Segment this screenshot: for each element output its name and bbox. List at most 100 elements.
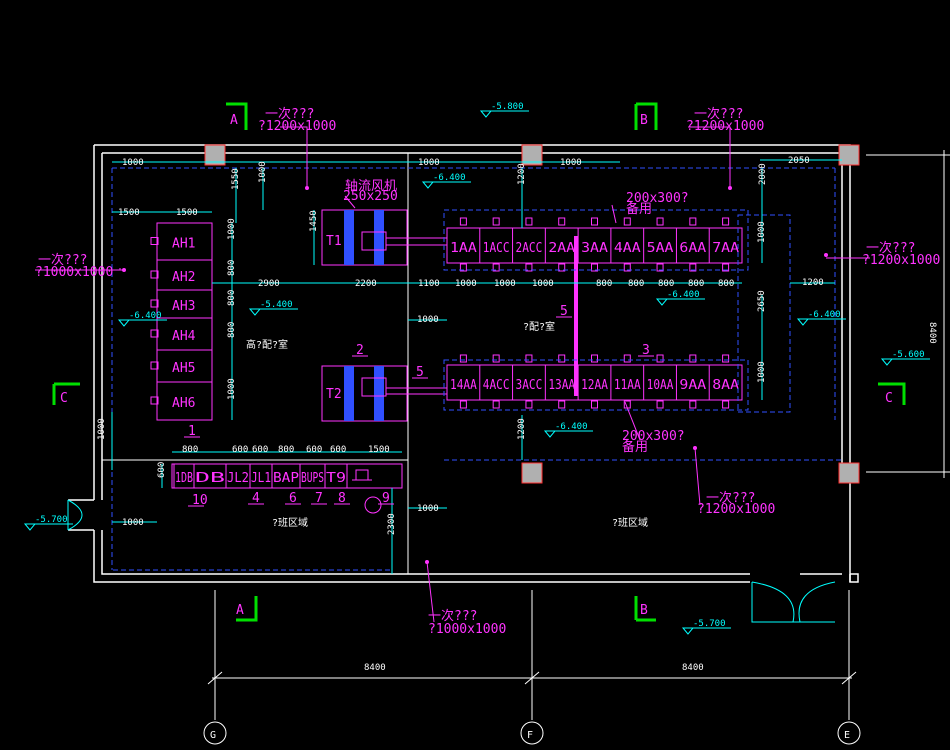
lv-panel[interactable]: 12AA (577, 354, 608, 409)
lv-panel[interactable]: 5AA (643, 217, 674, 272)
lv-panel-label: 4ACC (483, 378, 510, 393)
lv-panel[interactable]: 7AA (708, 217, 739, 272)
tag-number: 6 (285, 491, 301, 506)
dimension-value: 2050 (788, 156, 810, 166)
dimension-value: 1450 (309, 210, 319, 232)
lv-panel[interactable]: 1AA (450, 217, 477, 272)
dimension-value: 1000 (227, 378, 237, 400)
hv-panel-label: AH2 (172, 270, 195, 285)
duty-cabinet[interactable]: T9 (324, 463, 348, 489)
duty-cabinet-label: JL2 (227, 471, 249, 486)
hv-panel-4[interactable]: AH4 (150, 317, 213, 351)
note-text: ?1200x1000 (697, 502, 775, 517)
lv-panel[interactable]: 14AA (450, 354, 477, 409)
dimension-value: 1000 (122, 158, 144, 168)
note-text: 备用 (622, 439, 648, 455)
hv-panel-label: AH3 (172, 299, 195, 314)
dimension-value: 1550 (231, 168, 241, 190)
level-value: -6.400 (433, 173, 466, 183)
lv-panel[interactable]: 1ACC (479, 217, 510, 272)
note-text: 200x300? (626, 191, 689, 206)
section-a-bottom: A (236, 603, 244, 618)
dimension-value: 1000 (417, 504, 439, 514)
duty-cabinet[interactable]: JL2 (225, 463, 251, 489)
dimension-value: 600 (252, 445, 268, 455)
lv-panel-label: 8AA (712, 378, 739, 393)
section-b-top: B (640, 113, 648, 128)
dimension-value: 1000 (494, 279, 516, 289)
dimension-lines (111, 159, 842, 574)
note-text: 250x250 (343, 189, 398, 204)
lv-panel-label: 2ACC (516, 241, 543, 256)
lv-panel[interactable]: 9AA (675, 354, 706, 409)
level-mark: -6.400 (796, 310, 846, 326)
lv-panel[interactable]: 4AA (610, 217, 641, 272)
lv-panel-label: 12AA (581, 378, 608, 393)
hv-panel-5[interactable]: AH5 (150, 349, 213, 383)
lv-panel[interactable]: 11AA (610, 354, 641, 409)
transformer-t1[interactable]: T1 (321, 209, 408, 266)
dimension-value: 1000 (757, 361, 767, 383)
duty-cabinet[interactable]: JL1 (249, 463, 273, 489)
dimension-value: 600 (330, 445, 346, 455)
lv-panel[interactable]: 4ACC (479, 354, 510, 409)
lv-panel[interactable]: 8AA (708, 354, 739, 409)
lv-panel[interactable]: 2AA (544, 217, 575, 272)
duty-cabinet[interactable]: BAP (271, 463, 301, 489)
hv-panel-6[interactable]: AH6 (150, 381, 213, 421)
level-mark: -5.800 (479, 102, 529, 118)
doors (67, 499, 836, 623)
lv-panel[interactable]: 3AA (577, 217, 608, 272)
room-hv: 高?配?室 (246, 338, 288, 351)
hv-panel-1[interactable]: AH1 (150, 222, 213, 261)
annotations: 一次????1200x1000一次????1200x1000一次????1000… (35, 106, 940, 637)
tag-number: 5 (412, 365, 428, 380)
axis-grid: G F E 8400 8400 8400 (203, 150, 950, 745)
tag-label: 5 (560, 304, 568, 319)
lv-panel-label: 7AA (712, 241, 739, 256)
note-text: 一次??? (38, 252, 87, 268)
level-value: -5.700 (35, 515, 68, 525)
note-text: 备用 (626, 201, 652, 217)
tag-label: 10 (192, 493, 208, 508)
note-text: 一次??? (694, 106, 743, 122)
dimension-value: 600 (306, 445, 322, 455)
lv-panel[interactable]: 6AA (675, 217, 706, 272)
dimension-value: 1000 (418, 158, 440, 168)
lv-panel[interactable]: 13AA (544, 354, 575, 409)
hv-panel-2[interactable]: AH2 (150, 259, 213, 291)
tag-label: 5 (416, 365, 424, 380)
duty-cabinet-label: JL1 (251, 471, 271, 486)
lv-panel-label: 10AA (647, 378, 674, 393)
level-value: -5.800 (491, 102, 524, 112)
lv-panel-label: 13AA (548, 378, 575, 393)
level-mark: -5.400 (248, 300, 298, 316)
dimension-value: 600 (157, 462, 167, 478)
level-value: -6.400 (555, 422, 588, 432)
dimension-value: 800 (227, 290, 237, 306)
dimension-value: 800 (658, 279, 674, 289)
tag-number: 2 (352, 343, 368, 358)
dimension-value: 800 (688, 279, 704, 289)
dimension-value: 1500 (368, 445, 390, 455)
duty-cabinet-label: BUPS (301, 471, 324, 486)
note-text: 轴流风机 (345, 179, 397, 194)
dimension-value: 1000 (122, 518, 144, 528)
dimension-value: 1000 (757, 221, 767, 243)
lv-panel[interactable]: 2ACC (512, 217, 543, 272)
duty-cabinet[interactable]: 1DB (173, 463, 195, 489)
dimension-value: 600 (232, 445, 248, 455)
section-b-bottom: B (640, 603, 648, 618)
level-mark: -6.400 (543, 422, 593, 438)
grid-label-f: F (527, 730, 533, 741)
tag-label: 1 (188, 424, 196, 439)
note-text: 200x300? (622, 429, 685, 444)
dimension-value: 2300 (387, 513, 397, 535)
duty-cabinet[interactable]: BUPS (299, 463, 326, 489)
duty-cabinet[interactable]: DB (193, 463, 227, 489)
grid-label-g: G (210, 730, 216, 741)
lv-panel[interactable]: 10AA (643, 354, 674, 409)
lv-panel[interactable]: 3ACC (512, 354, 543, 409)
